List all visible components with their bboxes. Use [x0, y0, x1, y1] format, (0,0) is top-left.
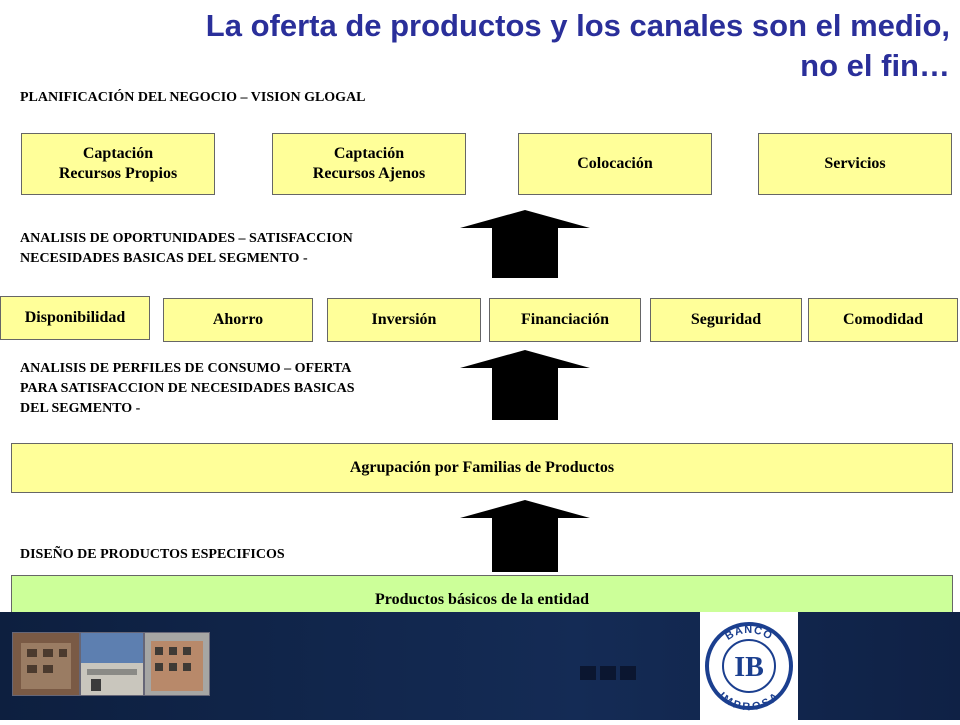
- box-captacion-propios-line-2: Recursos Propios: [58, 165, 178, 182]
- box-servicios: Servicios: [758, 133, 952, 195]
- box-captacion-propios-line-1: Captación: [82, 145, 154, 162]
- box-familias-productos: Agrupación por Familias de Productos: [11, 443, 953, 493]
- logo-top-text: BANCO: [723, 624, 775, 643]
- section-label-perfiles-line-1: ANALISIS DE PERFILES DE CONSUMO – OFERTA: [20, 361, 352, 376]
- need-seguridad: Seguridad: [650, 298, 802, 342]
- logo-monogram: IB: [734, 652, 764, 683]
- need-financiacion: Financiación: [489, 298, 641, 342]
- section-label-perfiles-line-3: DEL SEGMENTO -: [20, 401, 141, 416]
- section-label-perfiles: ANALISIS DE PERFILES DE CONSUMO – OFERTA…: [20, 359, 355, 419]
- page-title: La oferta de productos y los canales son…: [40, 6, 950, 86]
- title-line-2: no el fin…: [800, 48, 950, 83]
- box-captacion-propios: Captación Recursos Propios: [21, 133, 215, 195]
- need-comodidad: Comodidad: [808, 298, 958, 342]
- box-colocacion-label: Colocación: [577, 155, 653, 172]
- box-captacion-ajenos-line-1: Captación: [333, 145, 405, 162]
- need-inversion: Inversión: [327, 298, 481, 342]
- box-colocacion: Colocación: [518, 133, 712, 195]
- up-arrow-1: [460, 210, 590, 278]
- bank-logo-panel: BANCO IMPROSA IB: [700, 612, 798, 720]
- section-label-oportunidades: ANALISIS DE OPORTUNIDADES – SATISFACCION…: [20, 229, 353, 269]
- section-label-planificacion: PLANIFICACIÓN DEL NEGOCIO – VISION GLOGA…: [20, 90, 366, 105]
- bank-logo: BANCO IMPROSA IB: [705, 622, 793, 713]
- section-label-diseno: DISEÑO DE PRODUCTOS ESPECIFICOS: [20, 547, 285, 562]
- box-captacion-ajenos-line-2: Recursos Ajenos: [312, 165, 426, 182]
- footer-square-3: [620, 666, 636, 680]
- section-label-oportunidades-line-2: NECESIDADES BASICAS DEL SEGMENTO -: [20, 251, 308, 266]
- need-ahorro: Ahorro: [163, 298, 313, 342]
- need-disponibilidad: Disponibilidad: [0, 296, 150, 340]
- box-captacion-ajenos: Captación Recursos Ajenos: [272, 133, 466, 195]
- title-line-1: La oferta de productos y los canales son…: [205, 8, 950, 43]
- up-arrow-3: [460, 500, 590, 572]
- box-servicios-label: Servicios: [824, 155, 886, 172]
- section-label-oportunidades-line-1: ANALISIS DE OPORTUNIDADES – SATISFACCION: [20, 231, 353, 246]
- up-arrow-2: [460, 350, 590, 420]
- building-photo-2: [80, 632, 144, 696]
- footer-square-1: [580, 666, 596, 680]
- section-label-perfiles-line-2: PARA SATISFACCION DE NECESIDADES BASICAS: [20, 381, 355, 396]
- footer-square-2: [600, 666, 616, 680]
- building-photo-1: [12, 632, 80, 696]
- building-photo-3: [144, 632, 210, 696]
- footer-banner: BANCO IMPROSA IB: [0, 612, 960, 720]
